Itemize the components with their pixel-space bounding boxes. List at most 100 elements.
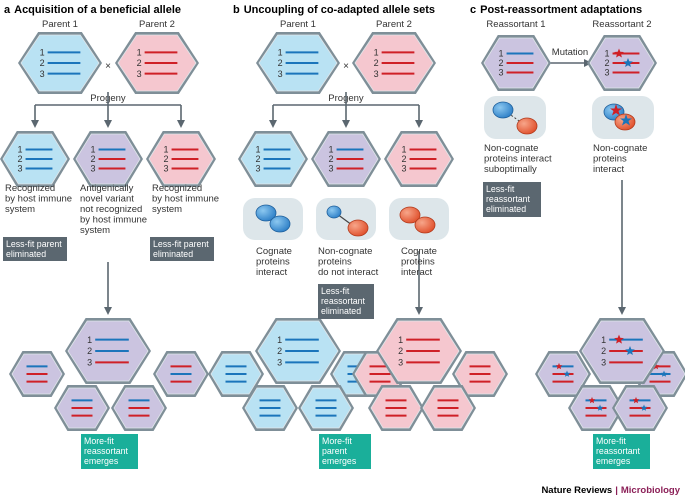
mutation-star-icon xyxy=(614,48,624,58)
mutation-star-icon xyxy=(625,346,635,355)
segment-number: 2 xyxy=(329,154,334,164)
protein-red-icon xyxy=(399,206,421,224)
segment-number: 2 xyxy=(164,154,169,164)
segment-number: 3 xyxy=(87,358,92,368)
segment-number: 3 xyxy=(605,68,610,78)
panel-a-progeny3-hexagon: 123 xyxy=(146,131,216,187)
mutation-star-icon xyxy=(588,396,596,404)
panel-b-offspring-hexagon xyxy=(298,385,354,431)
segment-number: 3 xyxy=(164,164,169,174)
panel-b-progeny1-hexagon: 123 xyxy=(238,131,308,187)
panel-a-parent2-hexagon: 123 xyxy=(115,32,199,94)
panel-b-parent1-label: Parent 1 xyxy=(280,19,316,30)
segment-number: 2 xyxy=(374,58,379,68)
segment-number: 3 xyxy=(18,164,23,174)
segment-number: 1 xyxy=(601,335,606,345)
panel-a-progeny2-hexagon: 123 xyxy=(73,131,143,187)
panel-c-offspring-hexagon xyxy=(535,351,591,397)
panel-a-parent1-label: Parent 1 xyxy=(42,19,78,30)
panel-a-cross: × xyxy=(105,61,111,72)
mutation-star-blue-icon xyxy=(620,114,632,126)
segment-number: 2 xyxy=(278,58,283,68)
segment-number: 1 xyxy=(398,335,403,345)
panel-c-reassortant1-hexagon: 123 xyxy=(481,35,551,91)
panel-b-result1-hexagon: 123 xyxy=(255,318,341,384)
segment-number: 2 xyxy=(137,58,142,68)
panel-b-cross: × xyxy=(343,61,349,72)
segment-number: 3 xyxy=(277,358,282,368)
segment-number: 2 xyxy=(601,346,606,356)
segment-number: 1 xyxy=(605,49,610,59)
journal-credit: Nature Reviews|Microbiology xyxy=(541,485,680,496)
segment-number: 1 xyxy=(499,49,504,59)
panel-b-offspring-hexagon xyxy=(368,385,424,431)
protein-red-icon xyxy=(347,219,369,237)
panel-a-offspring-hexagon xyxy=(9,351,65,397)
segment-number: 1 xyxy=(402,145,407,155)
segment-number: 1 xyxy=(18,145,23,155)
segment-number: 1 xyxy=(40,48,45,58)
panel-b-parent1-hexagon: 123 xyxy=(256,32,340,94)
panel-a-progeny1-hexagon: 123 xyxy=(0,131,70,187)
panel-a-eliminated-box-left xyxy=(3,237,67,261)
segment-number: 3 xyxy=(40,69,45,79)
protein-red-icon xyxy=(516,117,538,135)
panel-b-offspring-hexagon xyxy=(208,351,264,397)
panel-c-emerges-box xyxy=(593,434,650,469)
segment-number: 3 xyxy=(402,164,407,174)
panel-a-offspring-hexagon xyxy=(111,385,167,431)
segment-number: 1 xyxy=(91,145,96,155)
panel-a-eliminated-box-right xyxy=(150,237,214,261)
panel-b-offspring-hexagon xyxy=(452,351,508,397)
segment-number: 3 xyxy=(91,164,96,174)
panel-a-offspring-hexagon xyxy=(153,351,209,397)
panel-a-result-hexagon: 12 3 xyxy=(65,318,151,384)
mutation-star-red-icon xyxy=(610,104,622,116)
segment-number: 1 xyxy=(329,145,334,155)
segment-number: 2 xyxy=(40,58,45,68)
mutation-star-icon xyxy=(623,58,633,67)
segment-number: 3 xyxy=(601,358,606,368)
panel-b-progeny3-hexagon: 123 xyxy=(384,131,454,187)
panel-c-reassortant2-label: Reassortant 2 xyxy=(592,19,651,30)
segment-number: 1 xyxy=(87,335,92,345)
panel-b-eliminated-box xyxy=(318,284,374,319)
protein-blue-icon xyxy=(326,205,342,219)
segment-number: 1 xyxy=(164,145,169,155)
panel-a-parent2-label: Parent 2 xyxy=(139,19,175,30)
segment-number: 3 xyxy=(329,164,334,174)
segment-number: 3 xyxy=(398,358,403,368)
mutation-star-icon xyxy=(555,362,563,370)
segment-number: 2 xyxy=(277,346,282,356)
protein-red-icon xyxy=(414,216,436,234)
panel-b-progeny2-hexagon: 123 xyxy=(311,131,381,187)
panel-c-eliminated-box xyxy=(483,182,541,217)
protein-bubbles xyxy=(243,96,654,240)
segment-number: 3 xyxy=(374,69,379,79)
connectors xyxy=(31,59,626,315)
panel-b-result2-hexagon: 123 xyxy=(376,318,462,384)
panel-b-offspring-hexagon xyxy=(242,385,298,431)
segment-number: 2 xyxy=(402,154,407,164)
segment-number: 1 xyxy=(278,48,283,58)
segment-number: 2 xyxy=(87,346,92,356)
panel-a-parent1-hexagon: 123 xyxy=(18,32,102,94)
